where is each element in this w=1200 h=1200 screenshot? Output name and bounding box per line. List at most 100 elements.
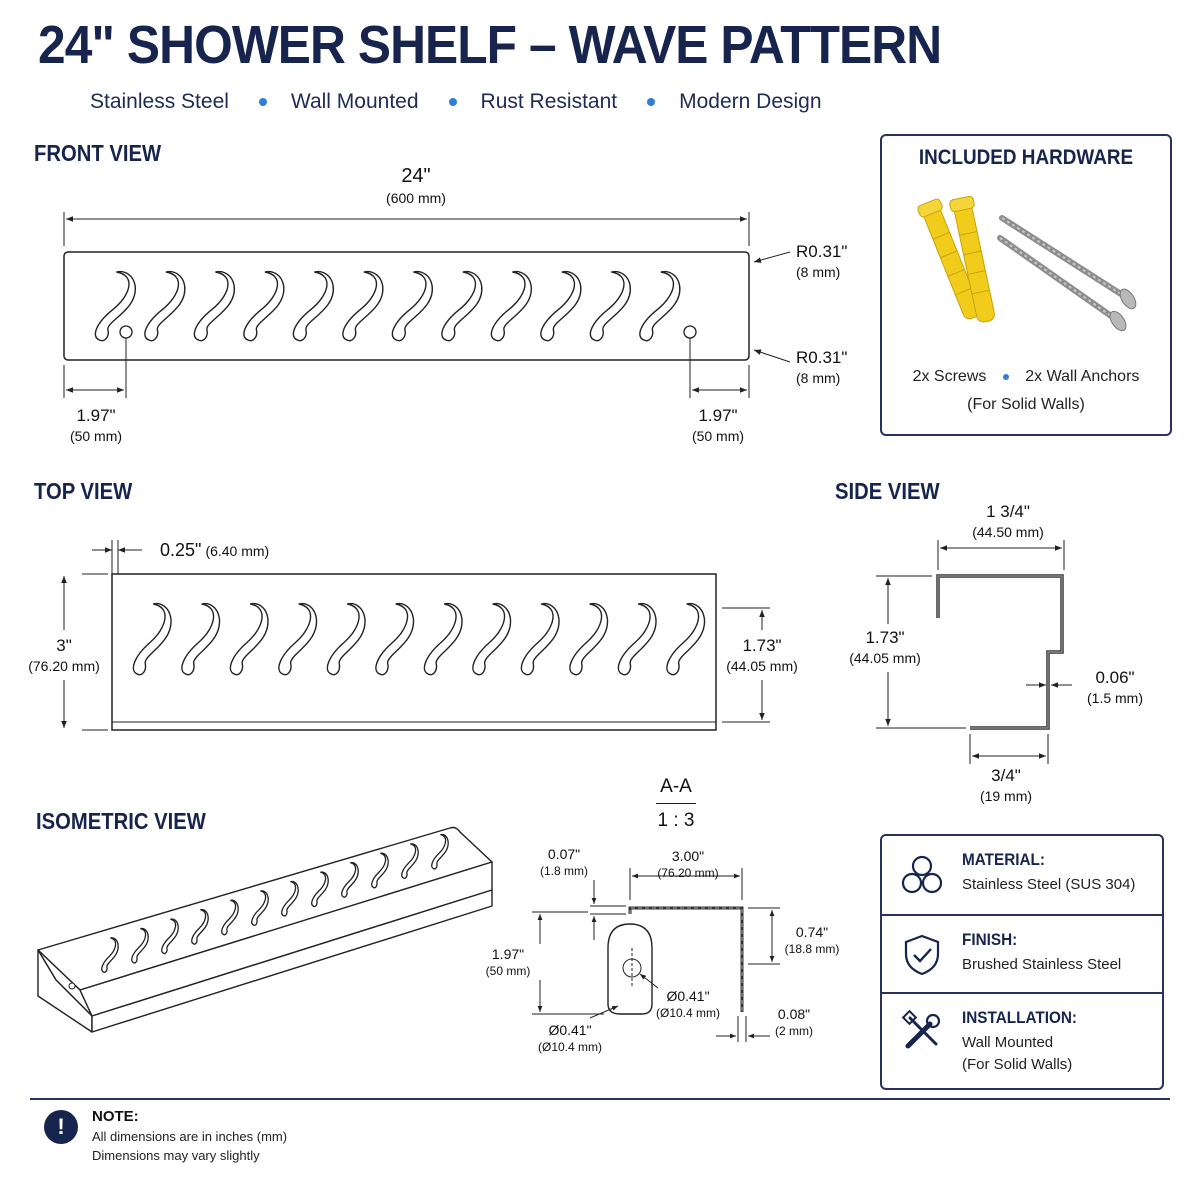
wave-slot [193,270,235,342]
top-depth-dim: 3"(76.20 mm) [28,636,100,674]
tag-separator-dot [448,98,457,106]
wave-slot [423,602,463,676]
top-height-dim: 1.73"(44.05 mm) [726,636,798,674]
tag-separator-dot [647,98,656,106]
material-icon [901,855,943,894]
wave-slot [292,270,334,342]
side-width-dim: 1 3/4"(44.50 mm) [972,502,1044,540]
tag-stainless: Stainless Steel [90,90,229,113]
top-plate [111,573,717,731]
side-view-drawing [876,540,1072,764]
section-lip-dim: 0.74"(18.8 mm) [784,924,840,956]
tools-icon [901,1010,941,1049]
wave-slot [144,270,186,342]
wave-slot [281,880,299,917]
spec-panel: MATERIAL: Stainless Steel (SUS 304) FINI… [880,834,1164,1090]
spec-row-material: MATERIAL: Stainless Steel (SUS 304) [882,836,1162,914]
list-separator-dot [1002,373,1009,380]
wave-slot [132,602,172,676]
shield-check-icon [904,934,940,976]
spec-value: Brushed Stainless Steel [962,956,1122,973]
wave-slot [441,270,483,342]
wave-slot [391,270,433,342]
spec-value: Wall Mounted (For Solid Walls) [962,1034,1073,1073]
front-hole-left-dim: 1.97"(50 mm) [69,406,123,444]
wave-slot [161,918,179,955]
section-drawing [532,868,780,1042]
spec-label: INSTALLATION: [962,1008,1078,1027]
wave-slot [520,602,560,676]
top-thickness-dim: 0.25"(6.40 mm) [160,540,270,560]
hardware-title: INCLUDED HARDWARE [918,146,1134,169]
wall-anchor-icon [949,195,995,323]
top-view-heading: TOP VIEW [34,478,133,504]
spec-label: MATERIAL: [962,850,1046,869]
hardware-list: 2x Screws 2x Wall Anchors [912,368,1140,385]
front-view-drawing [63,212,791,398]
wave-slot [94,270,136,342]
mounting-hole-left [119,325,133,339]
footer-divider [30,1098,1170,1100]
wave-slot [342,270,384,342]
wave-slot-row [101,833,449,973]
page-title: 24" SHOWER SHELF – WAVE PATTERN [38,15,942,75]
front-view-heading: FRONT VIEW [34,140,162,166]
side-height-dim: 1.73"(44.05 mm) [849,628,921,666]
wave-slot [401,843,419,879]
section-width-dim: 3.00"(76.20 mm) [657,848,719,880]
side-thickness-dim: 0.06"(1.5 mm) [1087,668,1143,706]
wave-slot [229,602,269,676]
front-length-dim: 24"(600 mm) [386,165,446,206]
section-label-divider [656,803,696,804]
spec-label: FINISH: [962,930,1018,949]
wave-slot [431,833,449,870]
wave-slot [540,270,582,342]
side-lip-dim: 3/4"(19 mm) [979,766,1033,804]
spec-value: Stainless Steel (SUS 304) [962,876,1136,893]
mounting-hole-right [683,325,697,339]
spec-row-installation: INSTALLATION: Wall Mounted (For Solid Wa… [882,992,1162,1090]
section-height-dim: 1.97"(50 mm) [485,946,531,978]
wave-slot [326,602,366,676]
wave-slot [131,927,149,964]
section-sheet-dim: 0.08"(2 mm) [775,1006,813,1038]
section-slot-dim: Ø0.41"(Ø10.4 mm) [655,988,720,1020]
wave-slot [101,937,119,973]
wave-slot-row [94,270,681,342]
tag-rust-resistant: Rust Resistant [480,90,618,113]
isometric-view-heading: ISOMETRIC VIEW [36,808,206,834]
wave-slot [569,602,609,676]
wave-slot [375,602,415,676]
front-hole-right-dim: 1.97"(50 mm) [691,406,745,444]
tag-modern-design: Modern Design [679,90,822,113]
wave-slot [181,602,221,676]
hardware-note: (For Solid Walls) [967,396,1085,413]
side-profile [936,574,1064,730]
hardware-illustration [917,195,1137,332]
wave-slot [251,890,269,926]
screw-icon [997,235,1127,332]
top-view-drawing [61,540,770,731]
side-view-heading: SIDE VIEW [835,478,940,504]
wave-slot [221,899,239,936]
wave-slot [490,270,532,342]
wave-slot [589,270,631,342]
wave-slot [243,270,285,342]
tag-separator-dot [258,98,267,106]
warning-icon: ! [44,1110,78,1144]
wave-slot [617,602,657,676]
included-hardware-panel: INCLUDED HARDWARE 2x Screws 2x [880,134,1172,436]
screw-icon [999,215,1137,310]
wave-slot [472,602,512,676]
wall-anchor-icon [917,198,981,320]
section-hole-dim: Ø0.41"(Ø10.4 mm) [537,1022,602,1054]
wave-slot [666,602,706,676]
isometric-drawing [37,826,493,1033]
feature-tags: Stainless Steel Wall Mounted Rust Resist… [90,90,822,114]
section-scale: 1 : 3 [657,810,695,831]
front-radius-top: R0.31"(8 mm) [796,242,848,280]
front-radius-bottom: R0.31"(8 mm) [796,348,848,386]
section-label: A-A [660,776,692,797]
tag-wall-mounted: Wall Mounted [290,90,419,113]
wave-slot [371,852,389,889]
